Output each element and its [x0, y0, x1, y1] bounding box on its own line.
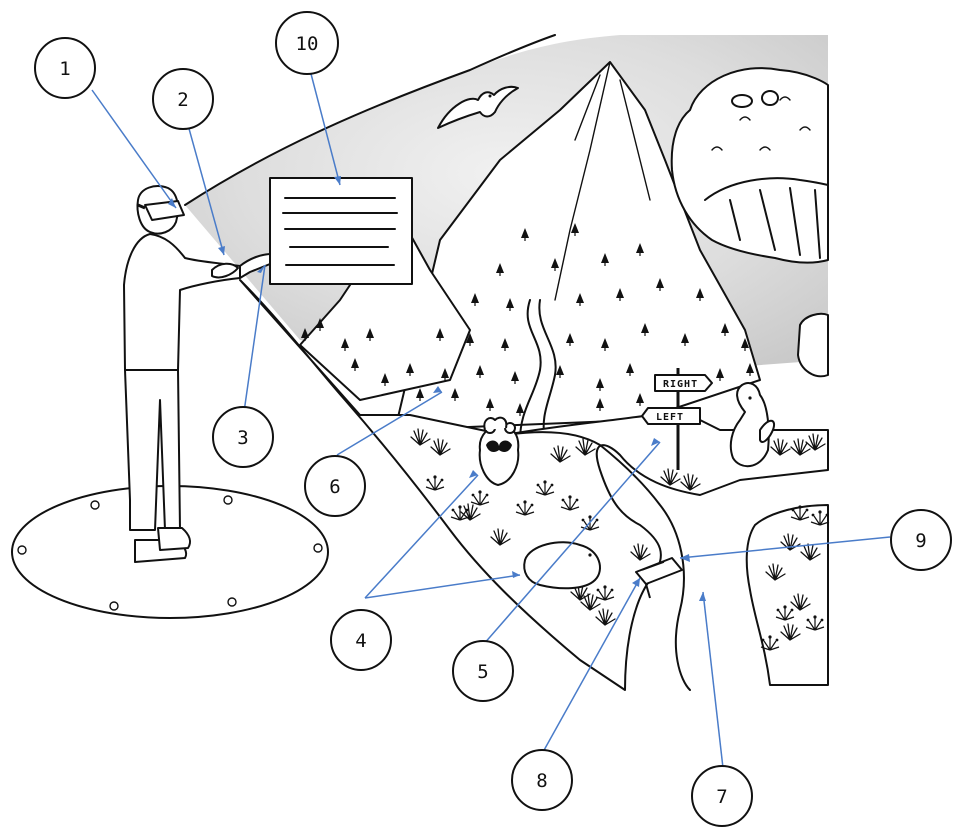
callout-4: 4	[331, 610, 391, 670]
callout-8-label: 8	[536, 770, 547, 792]
sign-right-text: RIGHT	[663, 379, 698, 390]
callout-6: 6	[305, 456, 365, 516]
callout-5-label: 5	[477, 661, 488, 683]
callout-4-label: 4	[355, 630, 366, 652]
callout-3-label: 3	[237, 427, 248, 449]
callout-6-label: 6	[329, 476, 340, 498]
callout-8: 8	[512, 750, 572, 810]
raccoon-icon	[480, 418, 519, 485]
callout-1-label: 1	[59, 58, 70, 80]
callout-10: 10	[276, 12, 338, 74]
callout-9: 9	[891, 510, 951, 570]
hamster-icon	[524, 542, 600, 588]
callout-10-label: 10	[296, 33, 319, 55]
callout-5: 5	[453, 641, 513, 701]
callout-2: 2	[153, 69, 213, 129]
floating-text-panel	[270, 178, 412, 284]
callout-2-label: 2	[177, 89, 188, 111]
callout-3: 3	[213, 407, 273, 467]
callout-1: 1	[35, 38, 95, 98]
callout-7: 7	[692, 766, 752, 826]
sign-left-text: LEFT	[656, 412, 684, 423]
callout-9-label: 9	[915, 530, 926, 552]
callout-7-label: 7	[716, 786, 727, 808]
right-field	[747, 505, 828, 685]
